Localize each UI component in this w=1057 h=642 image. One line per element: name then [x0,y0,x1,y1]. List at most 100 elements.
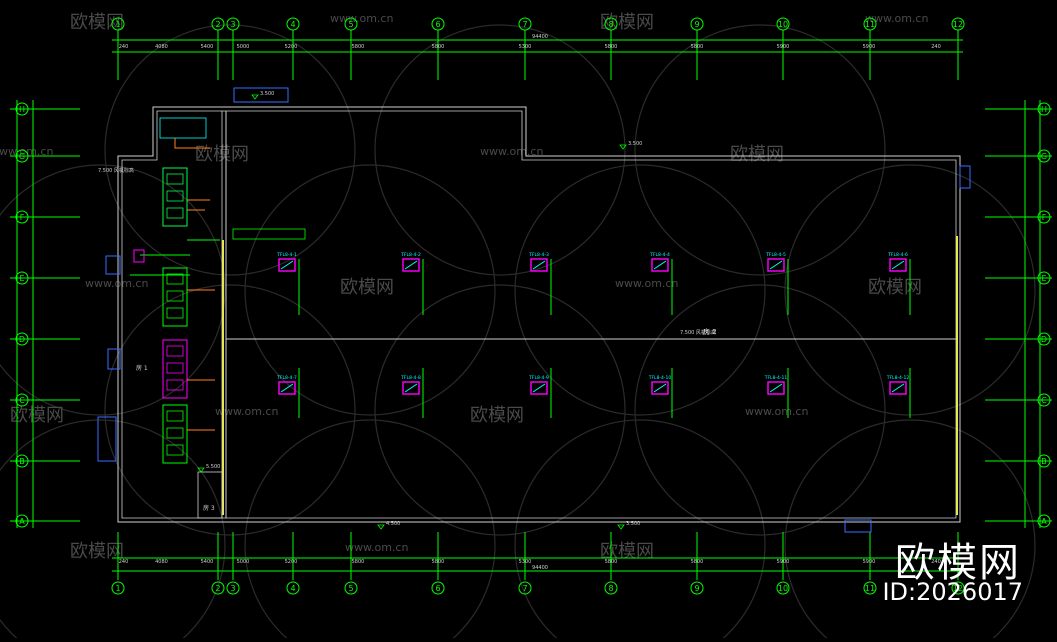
axis-bubble [690,581,704,595]
axis-bubble-label: 12 [953,20,963,29]
axis-bubble-label: 3 [230,20,235,29]
axis-bubble [15,514,29,528]
dimension-text: 5300 [519,559,532,565]
axis-bubble [15,393,29,407]
ahu-module [166,273,184,285]
ac-unit [651,258,669,272]
watermark-url-tile: www.om.cn [615,277,678,290]
watermark-arc [244,419,496,642]
section-tag [105,255,121,275]
watermark-arc [104,284,356,536]
axis-bubble [951,581,965,595]
dimension-text: 5800 [432,44,445,50]
dimension-text: 5200 [285,559,298,565]
section-tag [107,348,121,370]
axis-bubble-label: A [1041,517,1047,526]
ahu-module [166,345,184,357]
axis-bubble-label: 8 [608,20,613,29]
axis-bubble-label: E [1041,274,1046,283]
level-tag: 5.500 [206,464,220,470]
watermark-arc [514,164,766,416]
ac-unit [889,381,907,395]
axis-bubble-label: 5 [348,20,353,29]
axis-bubble-label: 1 [115,584,120,593]
axis-bubble-label: 11 [865,20,875,29]
watermark-url-tile: www.om.cn [85,277,148,290]
axis-bubble [690,17,704,31]
ac-unit-label: TFL8-4-11 [764,375,788,381]
ac-unit [767,381,785,395]
axis-bubble-label: G [19,152,25,161]
axis-bubble-label: C [19,396,25,405]
dimension-text: 4080 [155,559,168,565]
axis-bubble [863,17,877,31]
pipe [130,239,220,276]
axis-bubble-label: 6 [435,20,440,29]
ac-unit [402,381,420,395]
dimension-text: 5900 [863,559,876,565]
ac-unit-label: TFL8-4-2 [400,252,421,258]
axis-bubble [431,17,445,31]
axis-bubble [286,17,300,31]
axis-bubble [776,581,790,595]
watermark-arc [374,284,626,536]
axis-bubble-label: H [19,105,25,114]
axis-bubble-label: 9 [694,20,699,29]
level-tag: 3.500 [260,91,274,97]
watermark-brand-tile: 欧模网 [868,277,922,298]
section-tag [233,87,289,103]
ahu-module [166,444,184,456]
axis-bubble [226,581,240,595]
ahu-unit [162,267,188,327]
dimension-text: 5800 [691,559,704,565]
axis-bubble [518,17,532,31]
axis-bubble-label: 7 [522,584,527,593]
axis-bubble [15,102,29,116]
level-marker [617,524,625,530]
elevation-note: 7.500 风机标高 [98,167,134,174]
dimension-text: 5800 [352,44,365,50]
axis-bubble-label: 10 [778,584,788,593]
ahu-module [166,207,184,219]
axis-bubble [344,17,358,31]
dimension-text: 5800 [605,559,618,565]
room-label: 房 1 [136,364,148,372]
exterior-wall-inner [121,110,957,519]
ahu-module [166,379,184,391]
dimension-text: 5400 [201,44,214,50]
ahu-unit [162,404,188,464]
dimension-text: 5800 [432,559,445,565]
watermark-brand-tile: 欧模网 [470,405,524,426]
axis-bubble-label: 4 [290,584,295,593]
section-tag [97,416,117,462]
pipe-tag [232,228,306,240]
watermark-id: ID:2026017 [882,578,1023,606]
axis-bubble [15,271,29,285]
axis-bubble [518,581,532,595]
watermark-arc [784,419,1036,642]
ahu-unit [162,339,188,399]
dimension-text: 4080 [155,44,168,50]
watermark-arc [0,164,226,416]
level-tag: 3.500 [626,521,640,527]
axis-bubble [863,581,877,595]
watermark-arc [634,284,886,536]
ac-unit-label: TFL8-4-6 [887,252,908,258]
ahu-module [166,290,184,302]
watermark-url-tile: www.om.cn [865,12,928,25]
axis-bubble [776,17,790,31]
axis-bubble-label: 7 [522,20,527,29]
ahu-module [166,173,184,185]
ahu-module [166,427,184,439]
axis-bubble-label: B [19,457,25,466]
axis-bubble [15,210,29,224]
axis-bubble [211,17,225,31]
axis-bubble-label: 6 [435,584,440,593]
dimension-text: 240 [119,44,129,50]
ac-unit-symbol [653,260,667,270]
watermark-brand-tile: 欧模网 [730,144,784,165]
